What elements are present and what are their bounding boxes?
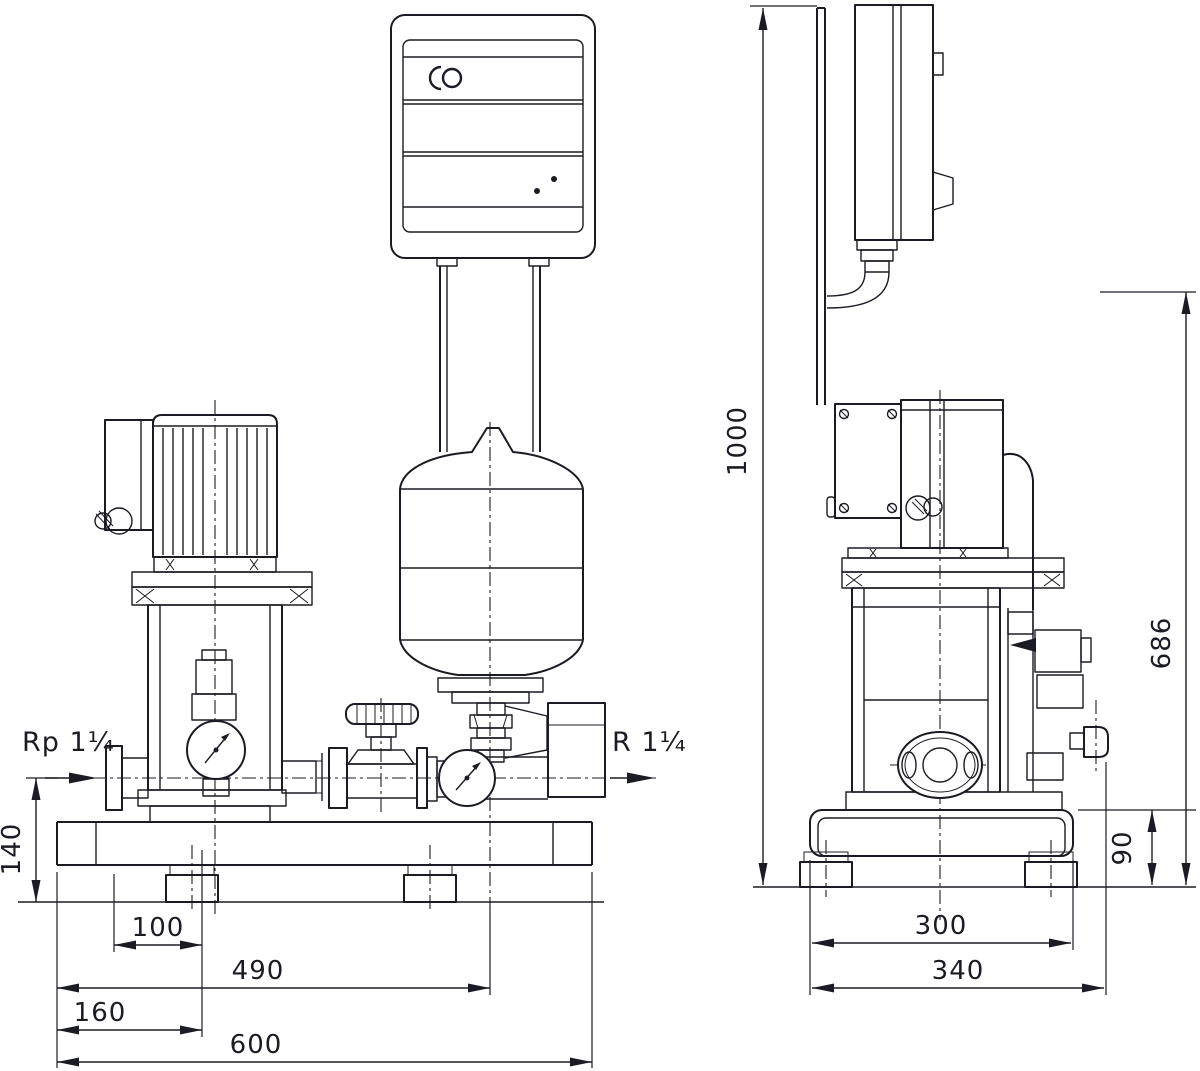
control-box-door <box>402 39 584 233</box>
discharge-flow-arrow <box>627 772 655 784</box>
connection-flange <box>897 731 983 799</box>
front-view: Rp 1¼ R 1¼ 140 100 49 <box>0 14 687 1068</box>
motor-lantern <box>131 556 313 606</box>
dimension-490: 490 <box>57 905 491 995</box>
gauge-side <box>1083 726 1109 758</box>
dim-100-label: 100 <box>132 913 185 943</box>
tank-connection <box>437 677 548 763</box>
dimension-160: 160 <box>56 872 202 1068</box>
dim-490-label: 490 <box>232 956 285 986</box>
cable-gland-icon <box>905 495 943 521</box>
base-frame-side <box>753 809 1196 888</box>
control-box-side <box>826 4 954 309</box>
suction-pipe <box>105 745 149 811</box>
suction-port-label: Rp 1¼ <box>22 727 115 758</box>
centerlines-front <box>42 400 660 915</box>
valve-assembly-side <box>1007 608 1109 792</box>
pump-motor <box>94 414 278 558</box>
pressure-switch <box>191 649 237 721</box>
tank-column <box>439 266 541 452</box>
gland-stack <box>856 239 898 251</box>
flow-arrow <box>1010 638 1036 652</box>
suction-flow-arrow <box>69 772 97 784</box>
tank-top-dome <box>399 427 584 490</box>
terminal-box-side <box>834 403 902 519</box>
indicator-dot <box>534 188 540 194</box>
motor-housing <box>152 414 278 558</box>
cable-gland-icon <box>94 507 133 535</box>
discharge-fitting <box>547 702 606 798</box>
dimension-300: 300 <box>809 860 1074 995</box>
support-column <box>816 7 826 405</box>
port-bore <box>922 747 958 783</box>
motor-side <box>826 399 1004 549</box>
dimension-340: 340 <box>812 762 1107 995</box>
dim-90-label: 90 <box>1108 830 1138 865</box>
dim-686-label: 686 <box>1147 617 1177 670</box>
dim-140-label: 140 <box>0 823 27 876</box>
dim-300-label: 300 <box>915 911 968 941</box>
dimension-90: 90 <box>1078 809 1196 885</box>
brand-logo-icon <box>428 65 463 91</box>
indicator-dot <box>551 176 557 182</box>
motor-body-side <box>900 399 1004 549</box>
control-box-housing <box>390 14 596 259</box>
control-box <box>390 14 596 267</box>
dim-1000-label: 1000 <box>723 406 753 476</box>
dimension-1000: 1000 <box>723 5 817 885</box>
port-labels: Rp 1¼ R 1¼ <box>22 727 687 784</box>
bolt-hole <box>963 751 979 779</box>
tank-side <box>1002 452 1034 610</box>
pump-discharge-pipe <box>281 753 330 801</box>
discharge-port-label: R 1¼ <box>612 727 687 758</box>
centerlines-side <box>825 390 1097 920</box>
dimension-100: 100 <box>113 850 203 1037</box>
diaphragm-tank <box>399 427 584 676</box>
dim-600-label: 600 <box>230 1030 283 1060</box>
dimension-600: 600 <box>57 872 593 1068</box>
pressure-switch-side <box>1034 629 1082 673</box>
dim-340-label: 340 <box>932 956 985 986</box>
dim-160-label: 160 <box>74 998 127 1028</box>
pump-foot <box>137 789 287 807</box>
bolt-hole <box>901 751 917 779</box>
pump-casing <box>137 604 287 823</box>
side-view: 1000 686 90 300 3 <box>723 4 1196 995</box>
gate-valve <box>328 703 449 809</box>
motor-fins <box>162 428 268 555</box>
base-frame-front <box>18 821 604 903</box>
pressure-gauge-1 <box>186 720 246 797</box>
valve-body <box>346 763 418 799</box>
dimension-140: 140 <box>0 777 58 902</box>
lantern-side <box>841 547 1065 589</box>
cable-elbow <box>826 271 890 309</box>
screw-icon <box>838 408 898 514</box>
tank-bottom-dome <box>399 639 584 676</box>
dimension-686: 686 <box>1100 291 1196 885</box>
pressure-gauge-2 <box>438 749 496 807</box>
